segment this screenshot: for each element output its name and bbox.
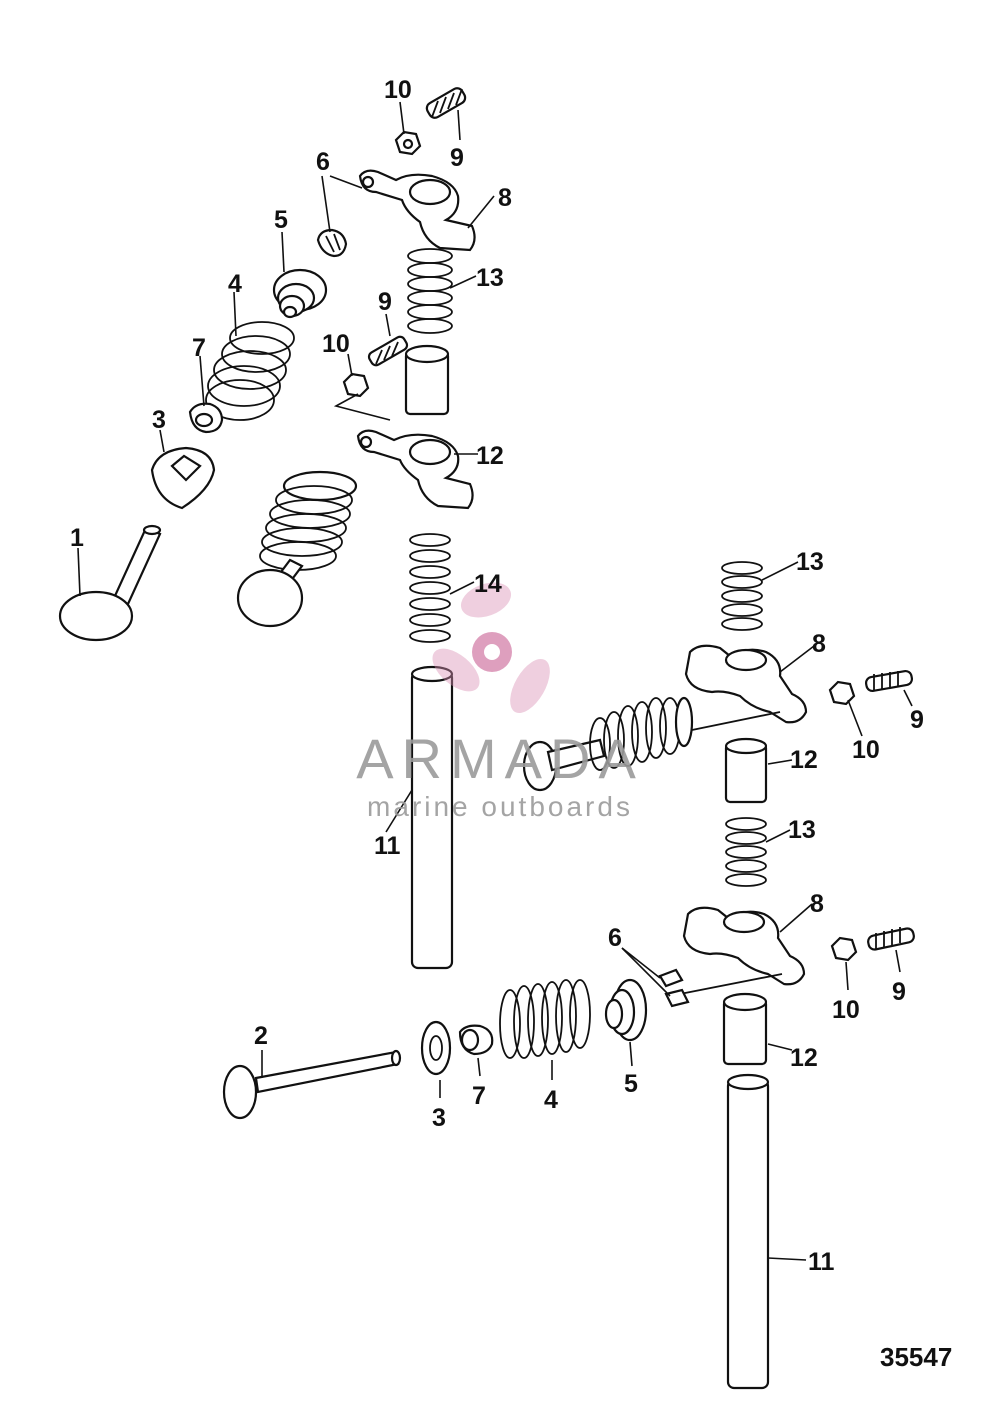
right-adjuster-screw — [864, 669, 914, 693]
callout-left-pushrod: 11 — [374, 832, 401, 860]
right-rocker-arm — [684, 644, 808, 724]
assembled-valve-center — [522, 696, 781, 792]
watermark-brand: ARMADA — [356, 727, 644, 790]
lower-rocker-arm — [679, 906, 806, 995]
callout-upper-rocker-spring: 13 — [476, 264, 504, 292]
callout-right-spacer: 12 — [790, 746, 818, 774]
callout-intake-spring: 4 — [544, 1086, 558, 1114]
callout-top-adjuster-screw: 9 — [450, 144, 464, 172]
right-pushrod — [726, 1073, 770, 1390]
callout-exhaust-retainer: 5 — [274, 206, 288, 234]
callout-middle-rocker-arm: 12 — [476, 442, 504, 470]
upper-spacer — [404, 344, 450, 416]
callout-right-middle-spring: 13 — [788, 816, 816, 844]
intake-seal — [458, 1024, 494, 1056]
callout-right-adjuster-screw: 9 — [910, 706, 924, 734]
callout-right-adjuster-nut: 10 — [852, 736, 880, 764]
callout-right-top-spring: 13 — [796, 548, 824, 576]
callout-middle-adjuster-nut: 10 — [322, 330, 350, 358]
intake-spring — [499, 979, 591, 1059]
top-rocker-arm — [358, 169, 476, 252]
lower-spacer — [722, 992, 768, 1066]
callout-exhaust-seal: 7 — [192, 334, 206, 362]
lower-keepers — [658, 968, 690, 1008]
lower-adjuster-screw — [867, 927, 915, 951]
right-adjuster-nut — [828, 680, 856, 706]
middle-rocker-arm — [356, 429, 474, 510]
upper-rocker-spring — [407, 248, 453, 334]
watermark-tagline: marine outboards — [367, 791, 633, 822]
callout-lower-keepers: 6 — [608, 924, 622, 952]
callout-lower-spacer: 12 — [790, 1044, 818, 1072]
callout-middle-adjuster-screw: 9 — [378, 288, 392, 316]
callout-upper-pushrod-spring: 14 — [474, 570, 502, 598]
exhaust-valve — [58, 524, 162, 642]
callout-labels: 10 9 6 8 5 4 7 3 1 13 9 10 12 14 11 13 8… — [70, 76, 924, 1276]
exhaust-washer — [150, 446, 216, 510]
callout-right-pushrod: 11 — [808, 1248, 835, 1276]
exhaust-seal — [188, 402, 224, 434]
intake-retainer — [604, 978, 648, 1042]
middle-adjuster-nut — [342, 372, 370, 398]
callout-lower-adjuster-screw: 9 — [892, 978, 906, 1006]
lower-adjuster-nut — [830, 936, 858, 962]
callout-lower-adjuster-nut: 10 — [832, 996, 860, 1024]
armada-logo-icon — [432, 582, 550, 714]
callout-top-adjuster-nut: 10 — [384, 76, 412, 104]
top-keepers — [316, 228, 348, 258]
right-spacer — [724, 737, 768, 804]
intake-washer — [420, 1020, 452, 1076]
figure-number: 35547 — [880, 1342, 952, 1372]
callout-exhaust-washer: 3 — [152, 406, 166, 434]
callout-intake-seal: 7 — [472, 1082, 486, 1110]
right-middle-spring — [725, 817, 767, 887]
callout-top-rocker-arm: 8 — [498, 184, 512, 212]
callout-top-keepers: 6 — [316, 148, 330, 176]
callout-right-rocker-arm: 8 — [812, 630, 826, 658]
leader-lines — [77, 101, 913, 1261]
exhaust-spring — [205, 321, 295, 421]
callout-lower-rocker-arm: 8 — [810, 890, 824, 918]
upper-pushrod-spring — [409, 533, 451, 643]
assembled-valve-spring-upper — [236, 470, 358, 628]
top-adjuster-screw — [425, 87, 467, 119]
left-pushrod — [410, 665, 454, 970]
callout-exhaust-spring: 4 — [228, 270, 242, 298]
top-adjuster-nut — [394, 130, 422, 156]
callout-intake-retainer: 5 — [624, 1070, 638, 1098]
callout-intake-valve: 2 — [254, 1022, 268, 1050]
callout-exhaust-valve: 1 — [70, 524, 84, 552]
exhaust-retainer — [272, 268, 328, 319]
intake-valve — [222, 1049, 402, 1120]
middle-adjuster-screw — [367, 335, 409, 367]
callout-intake-washer: 3 — [432, 1104, 446, 1132]
right-top-spring — [721, 561, 763, 631]
